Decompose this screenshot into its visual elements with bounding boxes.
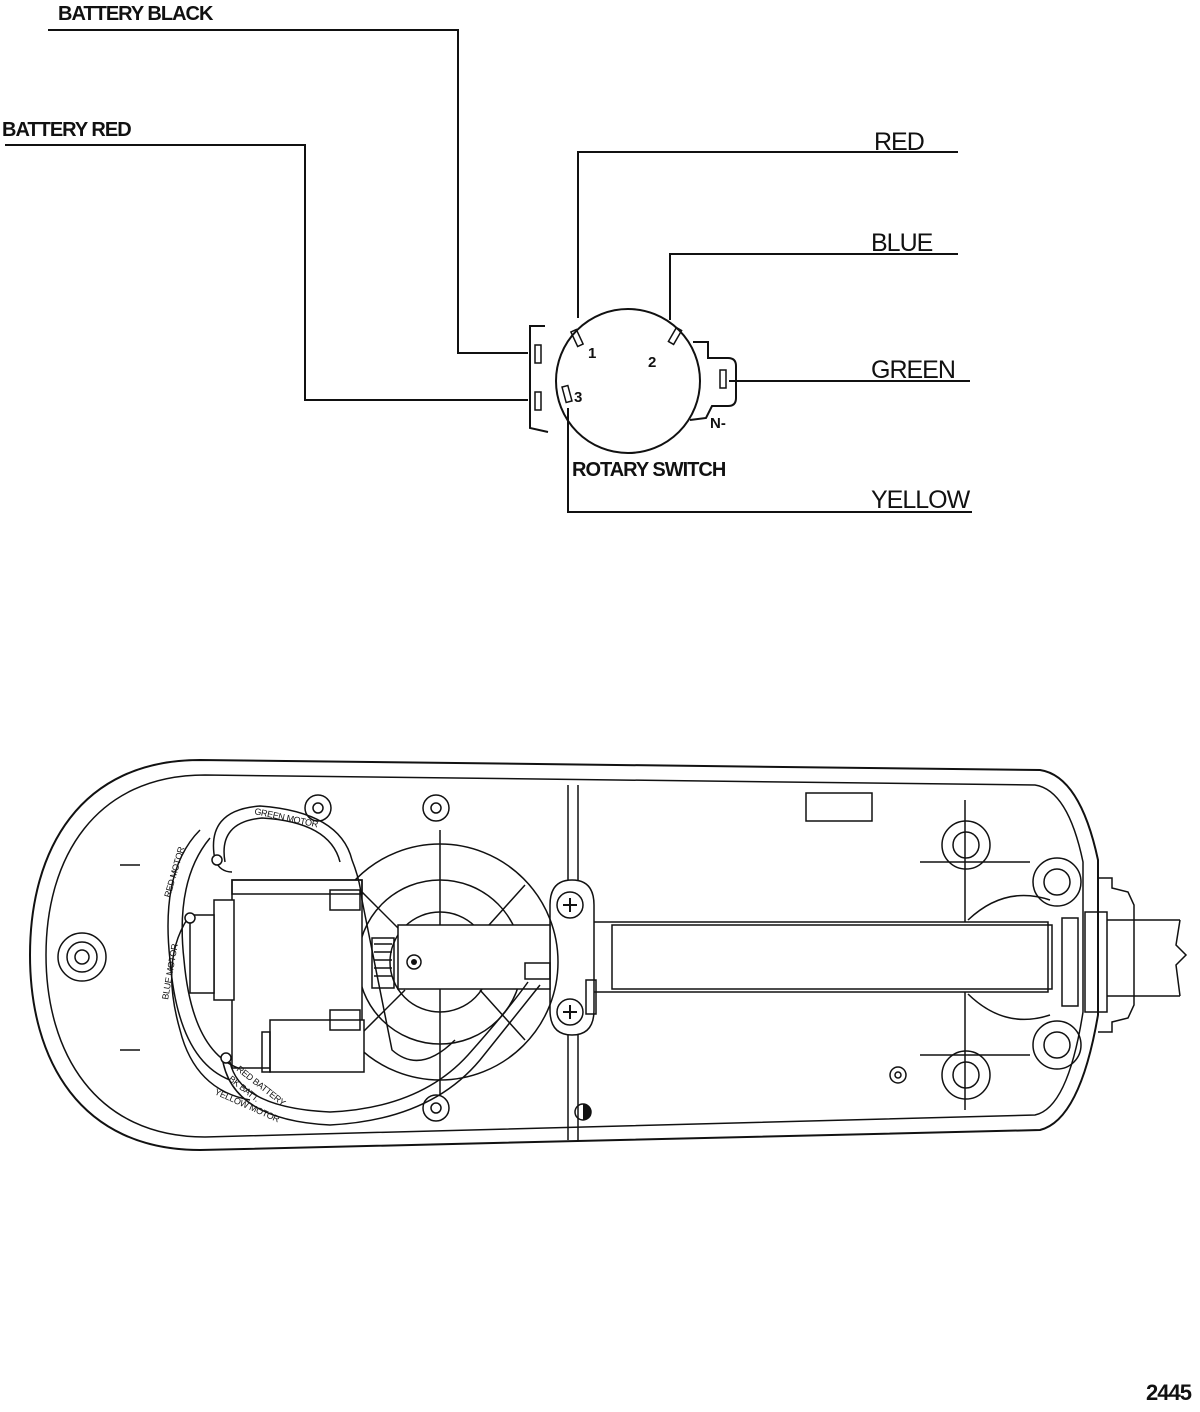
wire-blue bbox=[669, 253, 958, 320]
rotary-switch bbox=[529, 308, 737, 454]
label-red-motor: RED MOTOR bbox=[162, 845, 186, 899]
label-battery-black: BATTERY BLACK bbox=[58, 3, 214, 25]
control-head-drawing: GREEN MOTOR RED MOTOR BLUE MOTOR RED BAT… bbox=[28, 758, 1188, 1152]
wiring-schematic: BATTERY BLACK BATTERY RED RED BLUE GREEN… bbox=[2, 3, 972, 514]
pin-label-2: 2 bbox=[648, 354, 656, 371]
pin-label-n: N- bbox=[710, 415, 726, 432]
figure-number: 2445 bbox=[1146, 1380, 1192, 1405]
mounting-bosses bbox=[57, 794, 1082, 1122]
pin-label-1: 1 bbox=[588, 345, 596, 362]
housing-outer bbox=[28, 758, 1099, 1152]
label-green: GREEN bbox=[871, 356, 955, 384]
label-rotary-switch: ROTARY SWITCH bbox=[572, 459, 726, 481]
cable-harness bbox=[167, 805, 541, 1126]
label-battery-red: BATTERY RED bbox=[2, 119, 131, 141]
wire-yellow bbox=[567, 408, 972, 513]
wire-red bbox=[577, 151, 958, 318]
label-blue: BLUE bbox=[871, 229, 933, 257]
label-yellow: YELLOW bbox=[871, 486, 971, 514]
wire-battery-black bbox=[48, 29, 528, 354]
steering-clamp bbox=[549, 879, 597, 1036]
pin-label-3: 3 bbox=[574, 389, 582, 406]
housing-inner bbox=[45, 774, 1084, 1138]
wire-battery-red bbox=[5, 144, 528, 401]
control-box bbox=[189, 879, 365, 1073]
label-blue-motor: BLUE MOTOR bbox=[160, 942, 180, 1000]
label-red: RED bbox=[874, 128, 924, 156]
